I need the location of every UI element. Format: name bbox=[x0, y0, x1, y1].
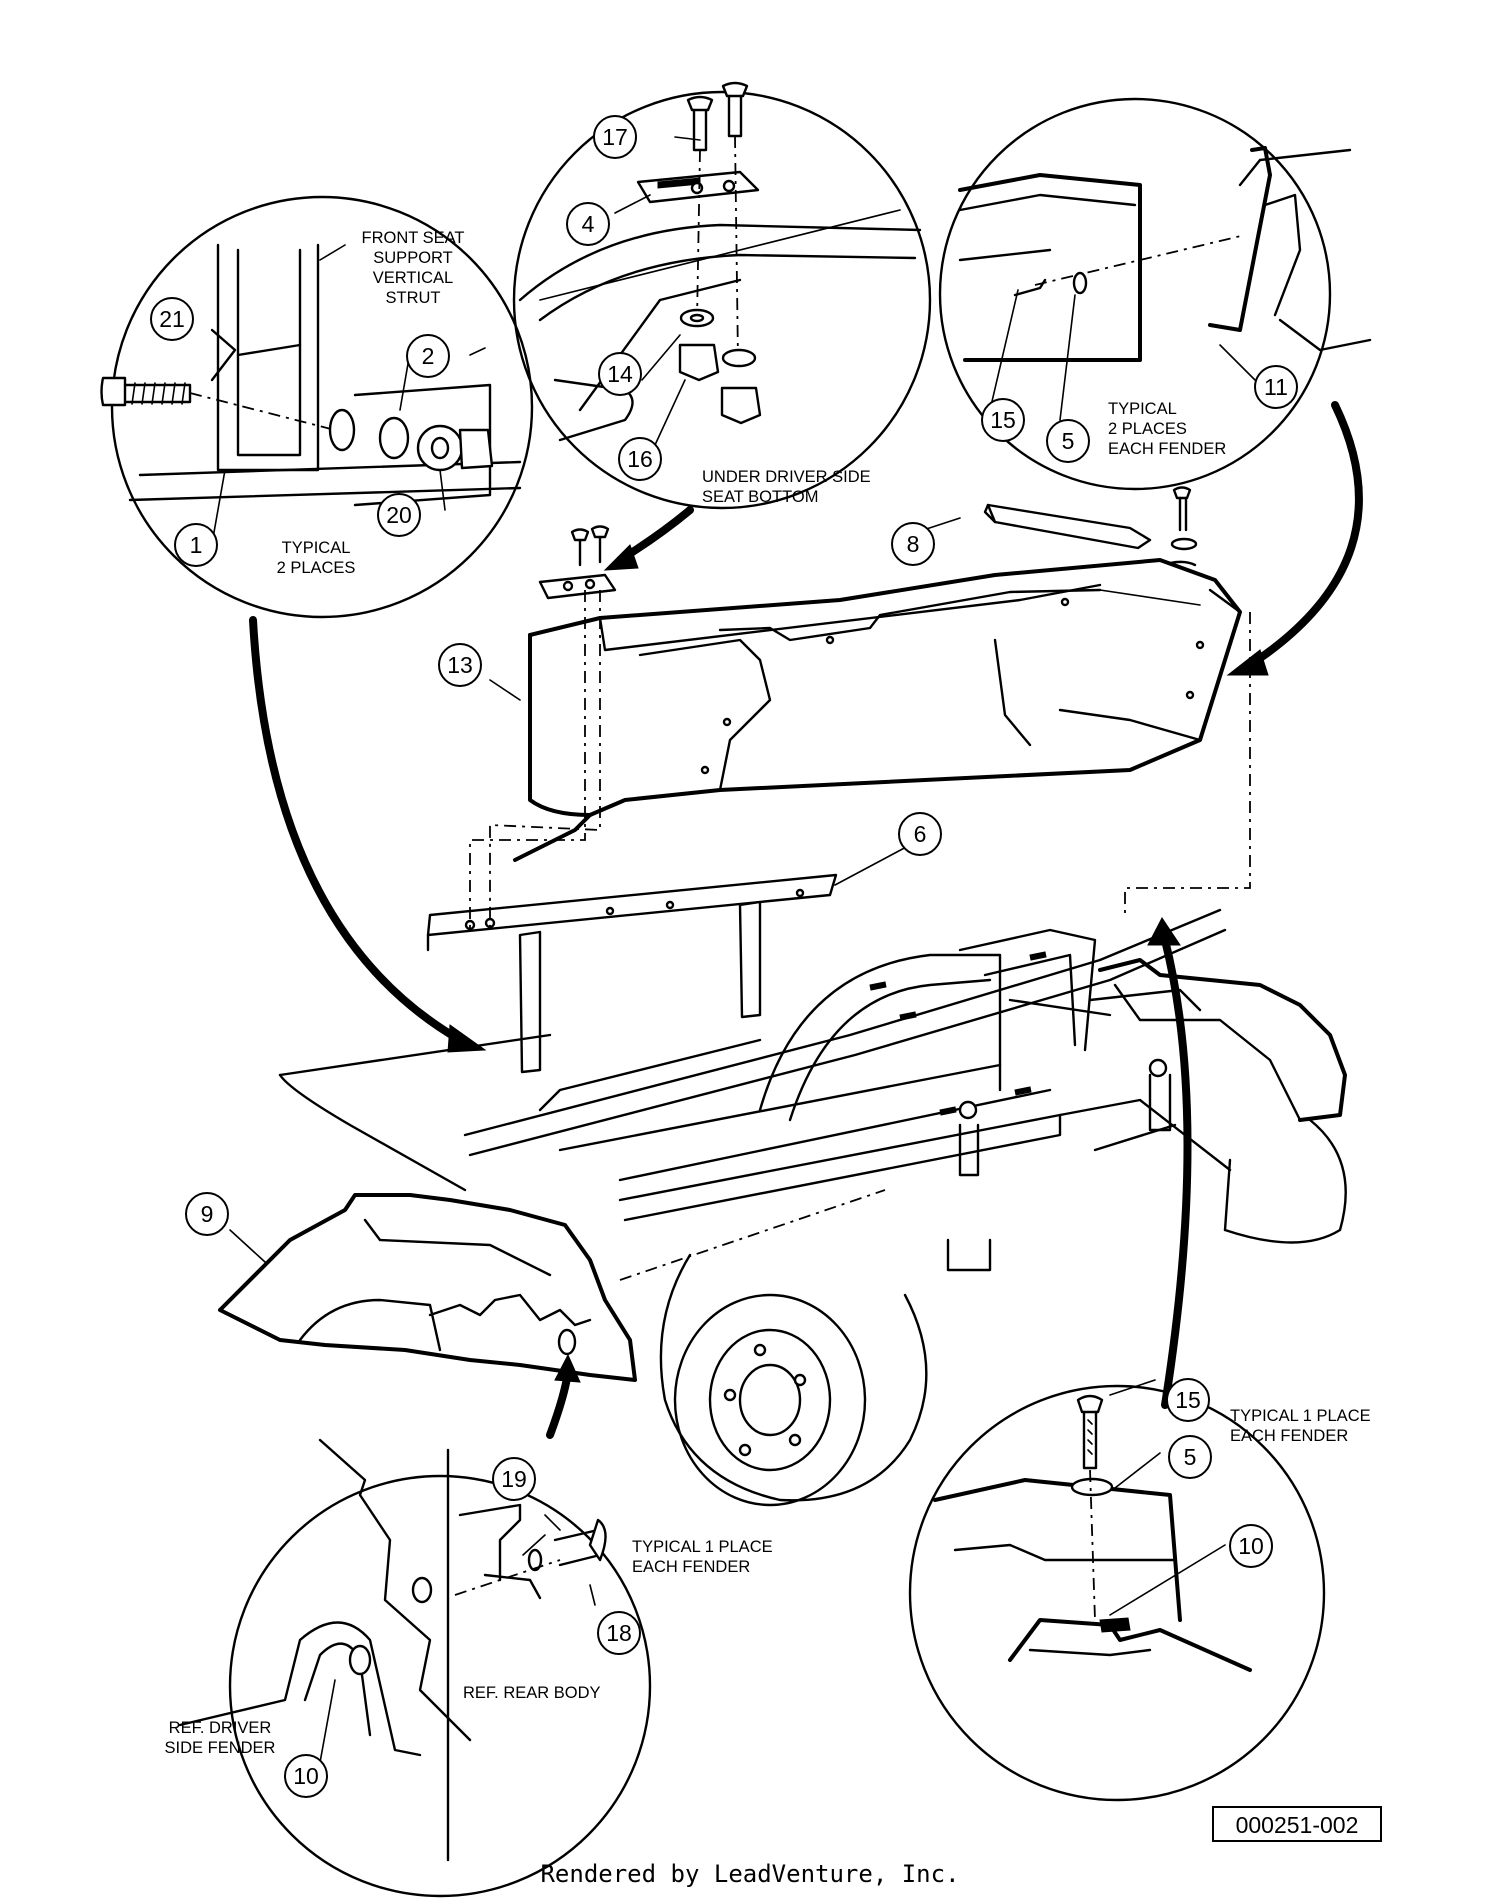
callout-18: 18 bbox=[597, 1611, 641, 1655]
callout-10-right: 10 bbox=[1229, 1524, 1273, 1568]
svg-text:18: 18 bbox=[606, 1620, 632, 1646]
callout-5-top: 5 bbox=[1046, 419, 1090, 463]
svg-text:2 PLACES: 2 PLACES bbox=[277, 559, 356, 577]
dashed-alignment-lines bbox=[469, 590, 1251, 1281]
callout-19: 19 bbox=[492, 1457, 536, 1501]
svg-text:16: 16 bbox=[627, 446, 653, 472]
note-ref-driver-side-fender: REF. DRIVER SIDE FENDER bbox=[165, 1719, 276, 1757]
svg-text:6: 6 bbox=[914, 821, 927, 847]
svg-text:REF. DRIVER: REF. DRIVER bbox=[169, 1719, 272, 1737]
detail-circle-seat-strut bbox=[100, 195, 534, 619]
callout-21: 21 bbox=[150, 297, 194, 341]
callout-6: 6 bbox=[898, 812, 942, 856]
leader-lines bbox=[229, 517, 961, 1263]
callout-arrows bbox=[249, 401, 1363, 1439]
svg-text:EACH FENDER: EACH FENDER bbox=[1230, 1427, 1348, 1445]
callout-5-bottom: 5 bbox=[1168, 1435, 1212, 1479]
callout-10-left: 10 bbox=[284, 1754, 328, 1798]
footer-credit: Rendered by LeadVenture, Inc. bbox=[540, 1860, 960, 1888]
note-ref-rear-body: REF. REAR BODY bbox=[463, 1684, 601, 1702]
note-under-driver-side: UNDER DRIVER SIDE SEAT BOTTOM bbox=[702, 468, 871, 506]
driver-side-fender-9 bbox=[218, 1193, 637, 1382]
callout-8: 8 bbox=[891, 522, 935, 566]
detail-circle-fender-top bbox=[908, 1379, 1326, 1802]
svg-text:EACH FENDER: EACH FENDER bbox=[632, 1558, 750, 1576]
note-front-seat-strut: FRONT SEAT SUPPORT VERTICAL STRUT bbox=[362, 229, 465, 307]
detail-circle-fender-screw bbox=[938, 97, 1372, 491]
svg-text:VERTICAL: VERTICAL bbox=[373, 269, 453, 287]
callout-15-top: 15 bbox=[981, 398, 1025, 442]
svg-text:10: 10 bbox=[1238, 1533, 1264, 1559]
svg-text:21: 21 bbox=[159, 306, 185, 332]
svg-text:STRUT: STRUT bbox=[386, 289, 441, 307]
callout-4: 4 bbox=[566, 202, 610, 246]
svg-text:2: 2 bbox=[422, 343, 435, 369]
svg-text:8: 8 bbox=[907, 531, 920, 557]
svg-text:10: 10 bbox=[293, 1763, 319, 1789]
callout-9: 9 bbox=[185, 1192, 229, 1236]
svg-text:000251-002: 000251-002 bbox=[1236, 1812, 1359, 1838]
note-typical-1-each-fender-right: TYPICAL 1 PLACE EACH FENDER bbox=[1230, 1407, 1371, 1445]
note-typical-1-each-fender-left: TYPICAL 1 PLACE EACH FENDER bbox=[632, 1538, 773, 1576]
svg-text:UNDER DRIVER SIDE: UNDER DRIVER SIDE bbox=[702, 468, 871, 486]
svg-text:15: 15 bbox=[990, 407, 1016, 433]
rear-body-panel bbox=[513, 558, 1242, 862]
rear-wheel bbox=[659, 1253, 928, 1507]
callout-13: 13 bbox=[438, 643, 482, 687]
svg-text:14: 14 bbox=[607, 361, 633, 387]
svg-text:13: 13 bbox=[447, 652, 473, 678]
svg-text:EACH FENDER: EACH FENDER bbox=[1108, 440, 1226, 458]
svg-text:TYPICAL 1 PLACE: TYPICAL 1 PLACE bbox=[632, 1538, 773, 1556]
svg-text:5: 5 bbox=[1062, 428, 1075, 454]
callout-11: 11 bbox=[1254, 365, 1298, 409]
top-fasteners bbox=[538, 486, 1198, 600]
svg-text:20: 20 bbox=[386, 502, 412, 528]
note-typical-2-each-fender: TYPICAL 2 PLACES EACH FENDER bbox=[1108, 400, 1226, 458]
detail-circle-seat-bottom bbox=[512, 81, 932, 510]
svg-text:SUPPORT: SUPPORT bbox=[373, 249, 452, 267]
svg-text:4: 4 bbox=[582, 211, 595, 237]
svg-text:1: 1 bbox=[190, 532, 203, 558]
svg-text:15: 15 bbox=[1175, 1387, 1201, 1413]
svg-text:TYPICAL: TYPICAL bbox=[1108, 400, 1177, 418]
note-typical-2-places: TYPICAL 2 PLACES bbox=[277, 539, 356, 577]
svg-text:11: 11 bbox=[1264, 374, 1288, 400]
svg-text:SIDE FENDER: SIDE FENDER bbox=[165, 1739, 276, 1757]
callout-17: 17 bbox=[593, 115, 637, 159]
callout-15-bottom: 15 bbox=[1166, 1378, 1210, 1422]
svg-text:17: 17 bbox=[602, 124, 628, 150]
svg-text:2 PLACES: 2 PLACES bbox=[1108, 420, 1187, 438]
svg-text:TYPICAL: TYPICAL bbox=[282, 539, 351, 557]
svg-text:TYPICAL 1 PLACE: TYPICAL 1 PLACE bbox=[1230, 1407, 1371, 1425]
svg-text:9: 9 bbox=[201, 1201, 214, 1227]
callout-2: 2 bbox=[406, 334, 450, 378]
callout-1: 1 bbox=[174, 523, 218, 567]
chassis-frame bbox=[278, 908, 1347, 1272]
callout-14: 14 bbox=[598, 352, 642, 396]
drawing-number: 000251-002 bbox=[1212, 1806, 1382, 1842]
detail-circle-rear-body bbox=[178, 1438, 652, 1898]
support-bar-6 bbox=[426, 873, 838, 1074]
svg-text:5: 5 bbox=[1184, 1444, 1197, 1470]
svg-text:19: 19 bbox=[501, 1466, 527, 1492]
svg-text:SEAT BOTTOM: SEAT BOTTOM bbox=[702, 488, 818, 506]
callout-20: 20 bbox=[377, 493, 421, 537]
svg-text:FRONT SEAT: FRONT SEAT bbox=[362, 229, 465, 247]
callout-16: 16 bbox=[618, 437, 662, 481]
seat-strip-8 bbox=[983, 503, 1152, 550]
